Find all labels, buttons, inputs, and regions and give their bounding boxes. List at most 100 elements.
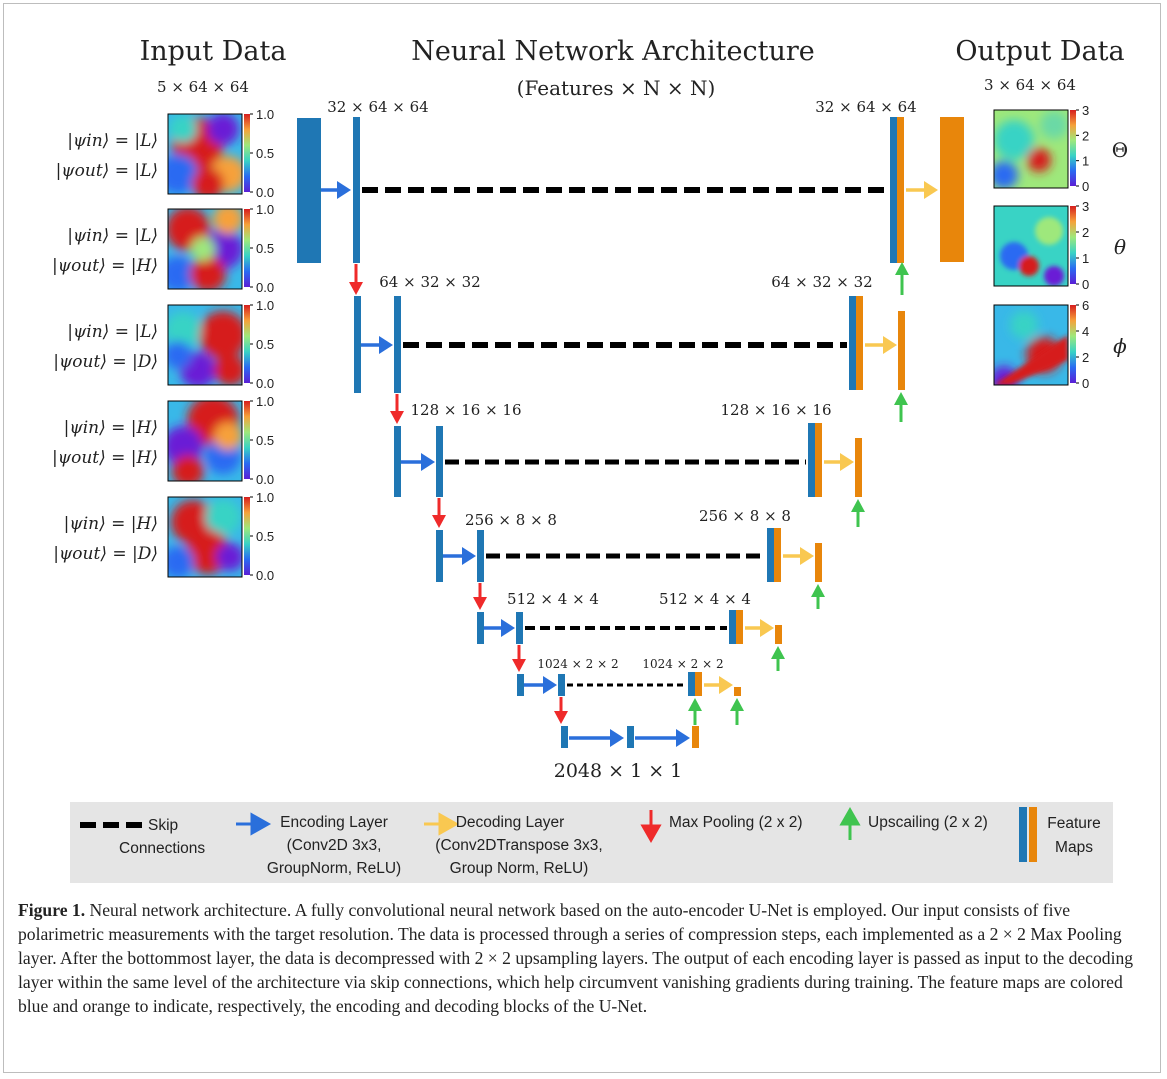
- dec-label-2: 64 × 32 × 32: [771, 273, 872, 291]
- decoder-feature-map: [855, 438, 862, 497]
- legend-encoding-line2: (Conv2D 3x3,: [287, 837, 382, 854]
- skip-feature-map: [729, 610, 736, 644]
- input-colorbar: [244, 401, 250, 479]
- legend-feature-blue-icon: [1019, 807, 1027, 862]
- output-colorbar: [1070, 305, 1076, 383]
- legend-encoding-line3: GroupNorm, ReLU): [267, 860, 401, 877]
- legend-upscaling-arrow-icon: [839, 806, 861, 840]
- input-psi-out-label: |ψout⟩ = |D⟩: [53, 352, 158, 372]
- caption-text: Neural network architecture. A fully con…: [18, 900, 1134, 1016]
- input-colorbar-tick: 1.0: [256, 394, 274, 409]
- input-colorbar: [244, 114, 250, 192]
- legend-feature-line1: Feature: [1047, 815, 1100, 832]
- encoder-feature-map: [517, 674, 524, 696]
- input-colorbar: [244, 497, 250, 575]
- enc-label-2: 64 × 32 × 32: [379, 273, 480, 291]
- maxpool-arrow: [512, 645, 526, 672]
- input-colorbar-tick: 1.0: [256, 298, 274, 313]
- input-colorbar-tick: 1.0: [256, 202, 274, 217]
- decode-arrow: [824, 453, 854, 471]
- legend-maxpool-label: Max Pooling (2 x 2): [669, 814, 803, 831]
- decoder-feature-map: [736, 610, 743, 644]
- caption-label: Figure 1.: [18, 900, 86, 920]
- network-subheading: (Features × N × N): [517, 76, 716, 100]
- input-colorbar-tick: 0.5: [256, 529, 274, 544]
- output-colorbar-tick: 0: [1082, 376, 1089, 391]
- decoder-feature-map: [856, 296, 863, 390]
- input-colorbar-tick: 0.5: [256, 337, 274, 352]
- upscale-arrow: [771, 646, 785, 671]
- input-colorbar-tick: 0.0: [256, 376, 274, 391]
- legend-decoding-line3: Group Norm, ReLU): [450, 860, 589, 877]
- encoder-feature-map: [394, 426, 401, 497]
- output-colorbar-tick: 1: [1082, 251, 1089, 266]
- input-colorbar-tick: 0.0: [256, 472, 274, 487]
- decode-arrow: [745, 619, 774, 637]
- output-colorbar-tick: 1: [1082, 154, 1089, 169]
- legend-skip-line1: Skip: [148, 817, 178, 834]
- input-panel: 1.00.50.0|ψin⟩ = |H⟩|ψout⟩ = |H⟩: [52, 394, 274, 487]
- output-colorbar-tick: 2: [1082, 128, 1089, 143]
- input-panel: 1.00.50.0|ψin⟩ = |H⟩|ψout⟩ = |D⟩: [53, 490, 274, 583]
- encoder-feature-map: [477, 530, 484, 582]
- encoder-feature-map: [353, 117, 360, 263]
- legend-upscaling: Upscailing (2 x 2): [839, 806, 988, 840]
- input-colorbar-tick: 0.0: [256, 185, 274, 200]
- legend-decoding-line1: Decoding Layer: [456, 814, 565, 831]
- decoder-feature-map: [815, 543, 822, 582]
- output-symbol-label: ϕ: [1113, 334, 1127, 358]
- encoder-feature-map: [436, 530, 443, 582]
- input-block: [297, 118, 321, 263]
- output-colorbar-tick: 3: [1082, 103, 1089, 118]
- output-colorbar: [1070, 206, 1076, 284]
- encode-arrow: [443, 547, 476, 565]
- skip-feature-map: [890, 117, 897, 263]
- legend-upscaling-label: Upscailing (2 x 2): [868, 814, 988, 831]
- skip-feature-map: [767, 528, 774, 582]
- input-panels: 1.00.50.0|ψin⟩ = |L⟩|ψout⟩ = |L⟩1.00.50.…: [52, 107, 274, 583]
- legend-background: [70, 802, 1113, 883]
- dec-label-4: 256 × 8 × 8: [699, 507, 791, 525]
- legend: Skip Connections Encoding Layer (Conv2D …: [70, 802, 1113, 883]
- encoder-feature-map: [558, 674, 565, 696]
- decode-arrow: [906, 181, 938, 199]
- input-colorbar-tick: 0.5: [256, 241, 274, 256]
- enc-label-4: 256 × 8 × 8: [465, 511, 557, 529]
- output-colorbar-tick: 6: [1082, 298, 1089, 313]
- legend-skip-line2: Connections: [119, 840, 205, 857]
- input-psi-out-label: |ψout⟩ = |D⟩: [53, 544, 158, 564]
- decode-arrow: [865, 336, 897, 354]
- enc-label-6: 1024 × 2 × 2: [537, 657, 618, 671]
- maxpool-arrow: [554, 697, 568, 724]
- legend-encoding: Encoding Layer (Conv2D 3x3, GroupNorm, R…: [236, 812, 401, 877]
- decoder-feature-map: [692, 726, 699, 748]
- output-heading: Output Data: [955, 36, 1124, 67]
- legend-maxpool: Max Pooling (2 x 2): [640, 810, 803, 844]
- output-colorbar-tick: 2: [1082, 350, 1089, 365]
- upscale-arrow: [851, 499, 865, 527]
- encoder-feature-map: [516, 612, 523, 644]
- input-psi-in-label: |ψin⟩ = |L⟩: [67, 322, 158, 342]
- output-colorbar: [1070, 110, 1076, 186]
- input-psi-out-label: |ψout⟩ = |H⟩: [52, 256, 158, 276]
- input-panel: 1.00.50.0|ψin⟩ = |L⟩|ψout⟩ = |H⟩: [52, 202, 274, 295]
- encode-arrow: [635, 729, 690, 747]
- upscale-arrow: [688, 698, 702, 725]
- upscale-arrow: [730, 698, 744, 725]
- decoder-feature-map: [897, 117, 904, 263]
- encoder-feature-map: [627, 726, 634, 748]
- skip-feature-map: [849, 296, 856, 390]
- decoder-feature-map: [774, 528, 781, 582]
- legend-maxpool-arrow-icon: [640, 810, 662, 844]
- legend-feature-orange-icon: [1029, 807, 1037, 862]
- maxpool-arrow: [473, 583, 487, 610]
- input-colorbar-tick: 1.0: [256, 107, 274, 122]
- input-colorbar-tick: 0.0: [256, 280, 274, 295]
- maxpool-arrow: [432, 498, 446, 528]
- decoder-feature-map: [815, 423, 822, 497]
- dec-label-3: 128 × 16 × 16: [720, 401, 831, 419]
- dec-label-1: 32 × 64 × 64: [815, 98, 916, 116]
- bottom-label: 2048 × 1 × 1: [554, 760, 683, 782]
